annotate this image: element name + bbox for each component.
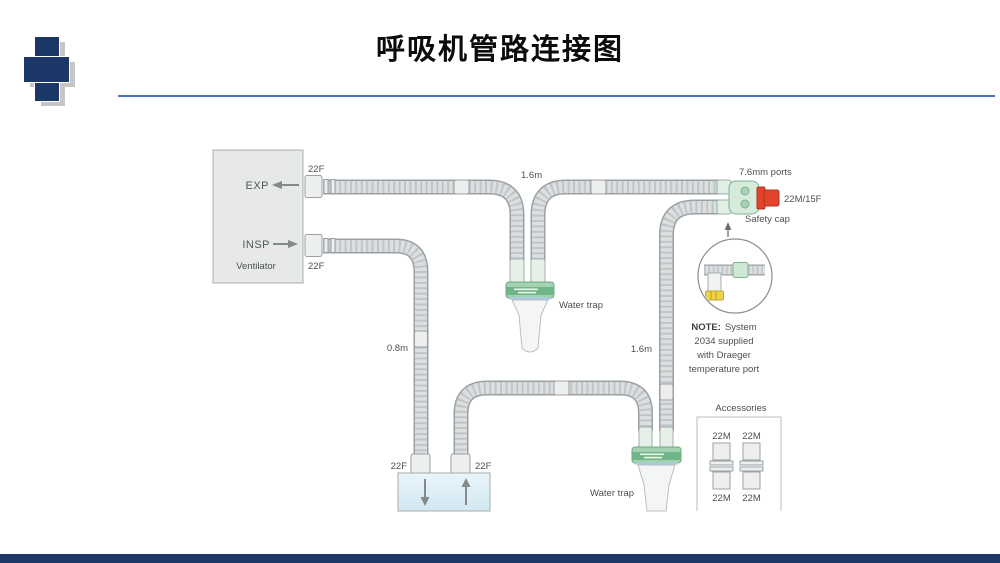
svg-text:with Draeger: with Draeger <box>696 350 751 361</box>
adapter-1 <box>709 442 734 490</box>
cap-size-label: 22M/15F <box>784 194 822 205</box>
insp-port-ring <box>323 238 329 253</box>
insp-limb-tube-to-wye <box>667 207 720 431</box>
water-trap-2 <box>631 426 682 512</box>
wye-piece <box>716 179 780 215</box>
svg-text:temperature port: temperature port <box>689 364 760 375</box>
water-trap-1-label: Water trap <box>559 300 603 311</box>
insp-down-length: 0.8m <box>387 343 408 354</box>
exp-arrowhead <box>272 181 282 189</box>
safety-cap <box>763 189 780 207</box>
bottom-accent-bar <box>0 554 1000 563</box>
ventilator-circuit-diagram: EXP INSP Ventilator 22F 22F <box>212 149 822 512</box>
adapter-2 <box>739 442 764 490</box>
flow-up-arrowhead <box>461 478 471 487</box>
exp-port-size: 22F <box>308 164 325 175</box>
ventilator-box <box>212 149 304 284</box>
humidifier-inlet-connector <box>410 453 431 475</box>
insp-label: INSP <box>242 239 270 251</box>
luer-port <box>740 199 750 209</box>
temperature-port-cap <box>705 290 724 301</box>
water-trap-2-label: Water trap <box>590 488 634 499</box>
hospital-cross-icon <box>23 36 83 108</box>
humidifier-out-size: 22F <box>475 461 492 472</box>
exp-port-connector <box>304 175 323 198</box>
adapter-size: 22M <box>712 431 731 442</box>
humidifier-outlet-connector <box>450 453 471 475</box>
exp-port-ring <box>330 179 336 194</box>
note-text: NOTE:System 2034 supplied with Draeger t… <box>689 322 760 375</box>
page-title: 呼吸机管路连接图 <box>375 34 624 66</box>
adapter-size: 22M <box>742 493 761 504</box>
flow-down-arrowhead <box>420 497 430 506</box>
magnifier-detail <box>697 238 773 314</box>
cross-horizontal-bar <box>23 56 70 83</box>
ventilator-label: Ventilator <box>236 261 276 272</box>
title-underline <box>118 95 995 97</box>
humidifier-outlet-tube <box>461 388 646 456</box>
accessories-title: Accessories <box>715 403 766 414</box>
wye-ports-label: 7.6mm ports <box>739 167 792 178</box>
humidifier-in-size: 22F <box>391 461 408 472</box>
accessories-box <box>696 416 782 511</box>
tube-coupler <box>414 330 428 348</box>
exp-limb-length: 1.6m <box>521 170 542 181</box>
callout-arrowhead <box>724 222 732 230</box>
adapter-size: 22M <box>742 431 761 442</box>
safety-cap-label: Safety cap <box>745 214 790 225</box>
water-trap-1 <box>505 258 555 353</box>
tube-coupler <box>553 380 570 396</box>
svg-text:2034 supplied: 2034 supplied <box>694 336 753 347</box>
tube-coupler <box>590 179 607 195</box>
insp-arrowhead <box>288 240 298 248</box>
insp-port-ring <box>330 238 336 253</box>
insp-port-connector <box>304 234 323 257</box>
exp-port-ring <box>323 179 329 194</box>
humidifier-box <box>397 472 491 512</box>
tube-coupler <box>453 179 470 195</box>
insp-port-size: 22F <box>308 261 325 272</box>
adapter-size: 22M <box>712 493 731 504</box>
svg-text:NOTE:System: NOTE:System <box>691 322 756 333</box>
tube-coupler <box>659 383 674 401</box>
exp-label: EXP <box>245 180 269 192</box>
luer-port <box>740 186 750 196</box>
insp-limb-length: 1.6m <box>631 344 652 355</box>
